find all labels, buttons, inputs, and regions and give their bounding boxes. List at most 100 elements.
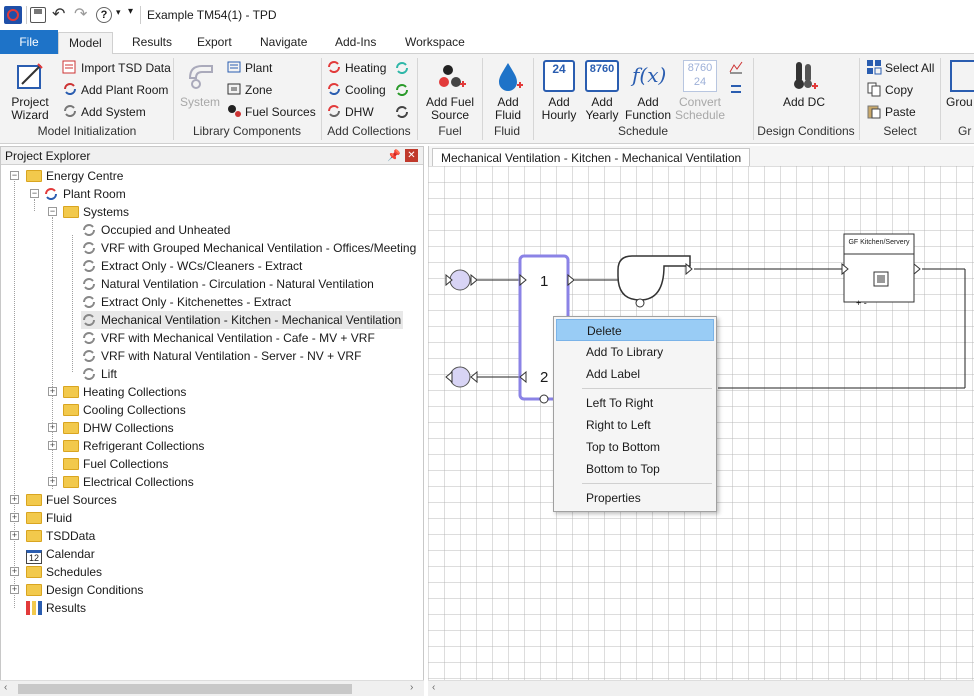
tree-fuel-sources[interactable]: +Fuel Sources	[10, 493, 117, 507]
collapse-icon[interactable]: −	[30, 188, 39, 198]
select-all-button[interactable]: Select All	[866, 58, 934, 78]
tab-workspace[interactable]: Workspace	[405, 35, 465, 49]
tree-tsddata[interactable]: +TSDData	[10, 529, 96, 543]
explorer-header: Project Explorer 📌 ✕	[1, 147, 423, 165]
tree-system-item[interactable]: VRF with Grouped Mechanical Ventilation …	[81, 239, 416, 257]
expand-icon[interactable]: +	[10, 530, 19, 540]
tab-file[interactable]: File	[0, 30, 58, 54]
schedule-chart-icon[interactable]	[729, 60, 743, 74]
tree-energy-centre[interactable]: − Energy Centre	[10, 169, 124, 183]
tree-system-item-selected[interactable]: Mechanical Ventilation - Kitchen - Mecha…	[81, 311, 404, 329]
menu-right-to-left[interactable]: Right to Left	[586, 418, 651, 432]
scroll-thumb[interactable]	[18, 684, 352, 694]
tree-systems[interactable]: − Systems	[48, 205, 130, 219]
fuel-sources-button[interactable]: Fuel Sources	[226, 102, 316, 122]
tab-export[interactable]: Export	[197, 35, 232, 49]
fan-component[interactable]	[617, 255, 691, 301]
tree-results[interactable]: Results	[9, 599, 86, 617]
add-system-button[interactable]: Add System	[62, 102, 146, 122]
group-label-group: Gr	[958, 124, 972, 138]
collection-extra-icon-2[interactable]	[394, 82, 410, 101]
tree-cooling-collections[interactable]: Cooling Collections	[47, 401, 186, 419]
menu-add-label[interactable]: Add Label	[586, 367, 641, 381]
scroll-right-icon[interactable]: ›	[410, 682, 414, 693]
expand-icon[interactable]: +	[10, 494, 19, 504]
close-icon[interactable]: ✕	[405, 149, 418, 162]
expand-icon[interactable]: +	[48, 440, 57, 450]
collection-extra-icon-3[interactable]	[394, 104, 410, 123]
menu-delete[interactable]: Delete	[556, 319, 714, 341]
pin-icon[interactable]: 📌	[387, 150, 401, 162]
group-button[interactable]: Grou	[946, 60, 974, 109]
collapse-icon[interactable]: −	[48, 206, 57, 216]
menu-bottom-to-top[interactable]: Bottom to Top	[586, 462, 660, 476]
redo-icon[interactable]: ↷	[74, 6, 88, 23]
dhw-button[interactable]: DHW	[326, 102, 374, 122]
document-tab[interactable]: Mechanical Ventilation - Kitchen - Mecha…	[432, 148, 751, 166]
inlet-node[interactable]	[449, 366, 471, 388]
menu-properties[interactable]: Properties	[586, 491, 641, 505]
add-dc-button[interactable]: Add DC	[782, 60, 826, 109]
tree-system-item[interactable]: VRF with Natural Ventilation - Server - …	[81, 347, 361, 365]
tree-electrical-collections[interactable]: +Electrical Collections	[48, 475, 194, 489]
expand-icon[interactable]: +	[48, 476, 57, 486]
menu-left-to-right[interactable]: Left To Right	[586, 396, 654, 410]
add-function-button[interactable]: f(x) Add Function	[624, 60, 672, 122]
undo-icon[interactable]: ↶	[52, 6, 66, 23]
project-wizard-button[interactable]: Project Wizard	[4, 60, 56, 122]
expand-icon[interactable]: +	[10, 566, 19, 576]
scroll-left-icon[interactable]: ‹	[4, 682, 8, 693]
cooling-button[interactable]: Cooling	[326, 80, 386, 100]
system-icon	[83, 350, 95, 362]
tab-results[interactable]: Results	[132, 35, 173, 49]
expand-icon[interactable]: +	[48, 422, 57, 432]
copy-button[interactable]: Copy	[866, 80, 913, 100]
tree-heating-collections[interactable]: +Heating Collections	[48, 385, 187, 399]
expand-icon[interactable]: +	[10, 584, 19, 594]
zone-component[interactable]	[843, 233, 915, 303]
add-hourly-button[interactable]: 24 Add Hourly	[541, 60, 577, 122]
add-plant-room-button[interactable]: Add Plant Room	[62, 80, 168, 100]
tree-system-item[interactable]: VRF with Mechanical Ventilation - Cafe -…	[81, 329, 375, 347]
schematic-canvas[interactable]: 1 2 GF Kitchen/Servery + -	[428, 166, 974, 681]
collapse-icon[interactable]: −	[10, 170, 19, 180]
tree-fluid[interactable]: +Fluid	[10, 511, 73, 525]
tree-system-item[interactable]: Extract Only - WCs/Cleaners - Extract	[81, 257, 302, 275]
zone-button[interactable]: Zone	[226, 80, 272, 100]
save-icon[interactable]	[30, 7, 46, 23]
dropdown-icon[interactable]: ▾	[116, 7, 121, 17]
paste-button[interactable]: Paste	[866, 102, 916, 122]
expand-icon[interactable]: +	[48, 386, 57, 396]
scroll-left-icon[interactable]: ‹	[432, 682, 436, 693]
tree-system-item[interactable]: Lift	[81, 365, 117, 383]
explorer-scrollbar[interactable]: ‹ ›	[0, 680, 424, 696]
add-fluid-button[interactable]: Add Fluid	[486, 60, 530, 122]
tree-refrigerant-collections[interactable]: +Refrigerant Collections	[48, 439, 205, 453]
inlet-node[interactable]	[449, 269, 471, 291]
import-tsd-button[interactable]: Import TSD Data	[62, 58, 171, 78]
tree-fuel-collections[interactable]: Fuel Collections	[47, 455, 168, 473]
canvas-scrollbar[interactable]: ‹	[428, 680, 974, 696]
tree-system-item[interactable]: Occupied and Unheated	[81, 221, 230, 239]
plant-button[interactable]: Plant	[226, 58, 272, 78]
tree-system-item[interactable]: Natural Ventilation - Circulation - Natu…	[81, 275, 374, 293]
schedule-tool-icon[interactable]	[729, 82, 743, 96]
tree-schedules[interactable]: +Schedules	[10, 565, 103, 579]
tree-design-conditions[interactable]: +Design Conditions	[10, 583, 144, 597]
tab-addins[interactable]: Add-Ins	[335, 35, 377, 49]
tab-model[interactable]: Model	[58, 32, 113, 55]
menu-top-to-bottom[interactable]: Top to Bottom	[586, 440, 661, 454]
heating-button[interactable]: Heating	[326, 58, 386, 78]
tab-navigate[interactable]: Navigate	[260, 35, 308, 49]
tree-system-item[interactable]: Extract Only - Kitchenettes - Extract	[81, 293, 291, 311]
collection-extra-icon-1[interactable]	[394, 60, 410, 79]
menu-add-to-library[interactable]: Add To Library	[586, 345, 664, 359]
add-yearly-button[interactable]: 8760 Add Yearly	[582, 60, 622, 122]
tree-plant-room[interactable]: − Plant Room	[30, 187, 126, 201]
add-fuel-source-button[interactable]: Add Fuel Source	[422, 60, 478, 122]
help-icon[interactable]: ?	[96, 7, 112, 23]
customize-icon[interactable]: ▾	[128, 6, 134, 17]
expand-icon[interactable]: +	[10, 512, 19, 522]
tree-dhw-collections[interactable]: +DHW Collections	[48, 421, 174, 435]
